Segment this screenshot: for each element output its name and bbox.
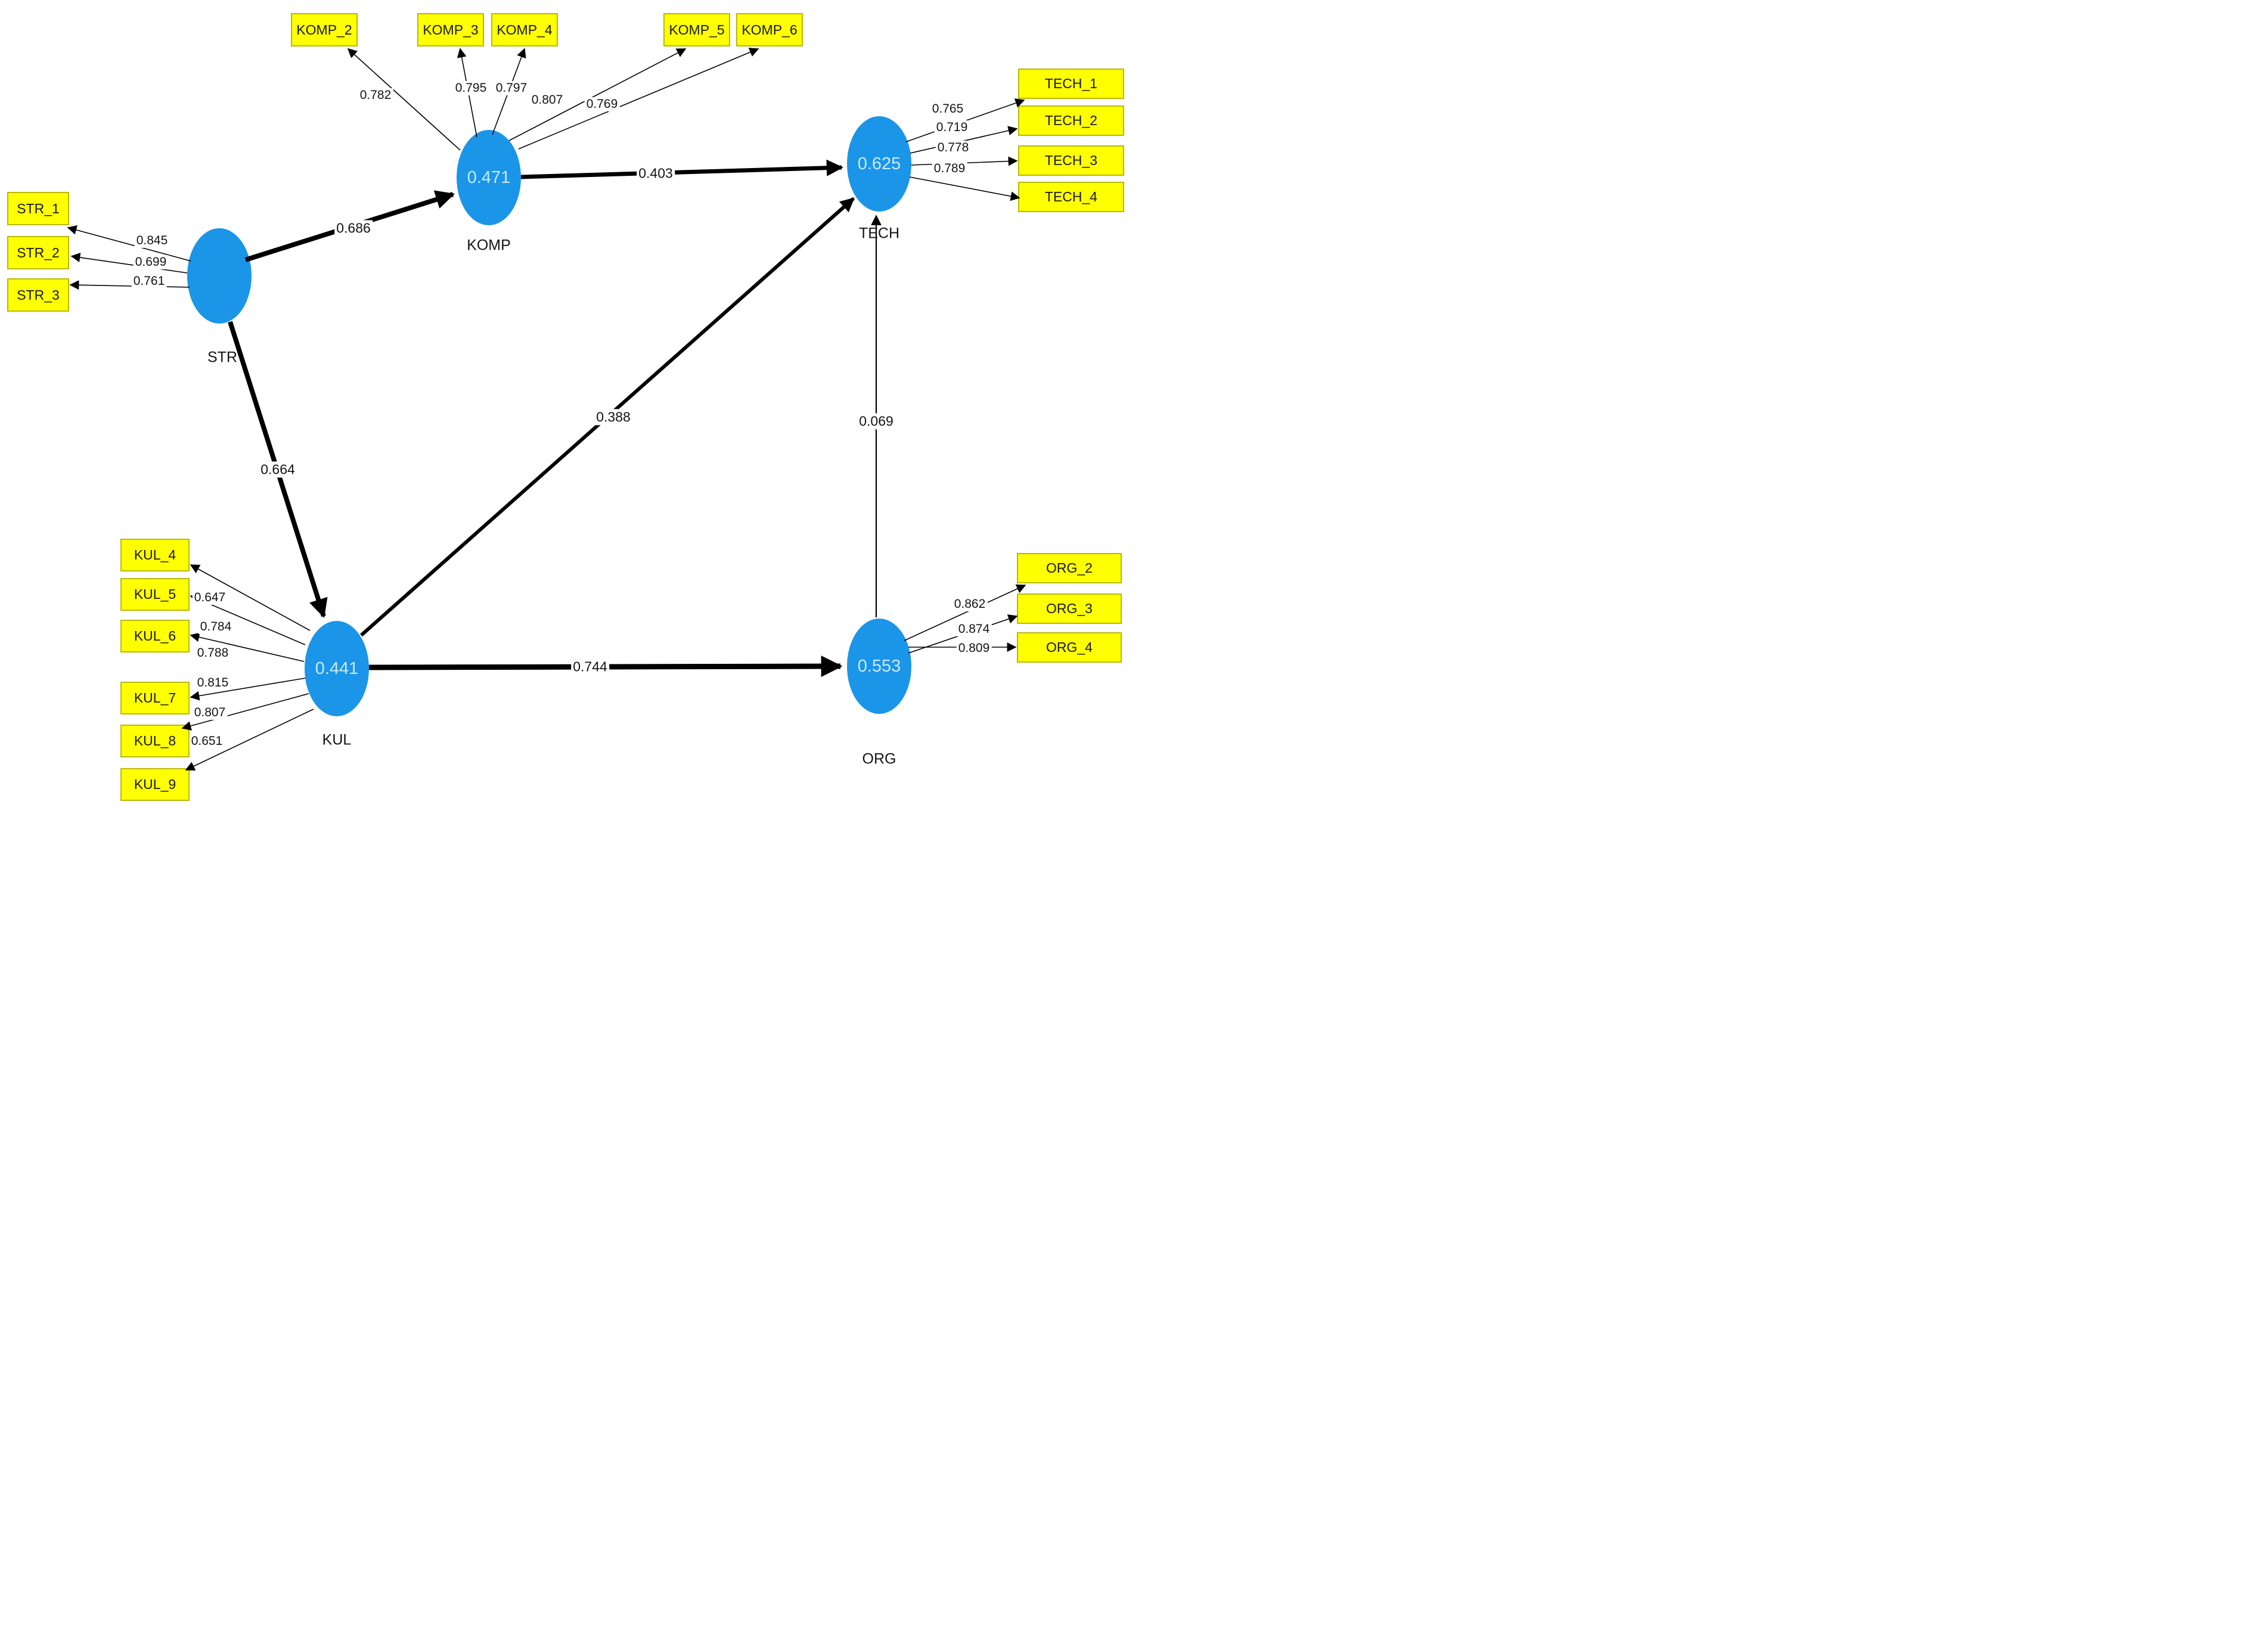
loading-KOMP_2: 0.782 — [358, 88, 393, 102]
construct-label-KUL: KUL — [322, 731, 352, 748]
indicator-KUL_5[interactable]: KUL_5 — [120, 578, 190, 611]
r2-value: 0.441 — [315, 658, 359, 678]
construct-label-STR: STR — [207, 349, 237, 366]
indicator-label: ORG_4 — [1046, 639, 1093, 655]
indicator-label: TECH_2 — [1044, 113, 1098, 128]
loading-line-STR_3 — [69, 280, 190, 290]
indicator-ORG_3[interactable]: ORG_3 — [1017, 594, 1122, 624]
indicator-TECH_1[interactable]: TECH_1 — [1018, 69, 1124, 99]
indicator-KOMP_3[interactable]: KOMP_3 — [417, 13, 484, 46]
path-value-ORG-TECH: 0.069 — [857, 413, 895, 430]
path-value-STR-KUL: 0.664 — [259, 461, 297, 478]
indicator-STR_3[interactable]: STR_3 — [7, 278, 69, 312]
indicator-KUL_4[interactable]: KUL_4 — [120, 539, 190, 571]
construct-label-KOMP: KOMP — [467, 237, 511, 254]
indicator-TECH_3[interactable]: TECH_3 — [1018, 145, 1124, 176]
loading-KOMP_4: 0.797 — [494, 81, 529, 95]
indicator-label: KUL_8 — [134, 733, 176, 748]
indicator-KUL_8[interactable]: KUL_8 — [120, 725, 190, 757]
indicator-label: ORG_3 — [1046, 601, 1093, 616]
loading-ORG_2: 0.862 — [952, 597, 988, 611]
indicator-STR_1[interactable]: STR_1 — [7, 192, 69, 225]
loading-TECH_2: 0.719 — [934, 120, 970, 135]
indicator-label: ORG_2 — [1046, 560, 1093, 576]
construct-label-TECH: TECH — [858, 225, 900, 242]
loading-line-KUL_6 — [190, 632, 305, 662]
loading-TECH_3: 0.778 — [935, 141, 971, 155]
loading-TECH_4: 0.789 — [932, 161, 967, 176]
loading-KUL_7: 0.815 — [195, 676, 231, 690]
loading-KUL_6: 0.788 — [195, 646, 231, 660]
loading-STR_3: 0.761 — [131, 274, 167, 288]
loading-STR_2: 0.699 — [133, 255, 169, 269]
indicator-TECH_2[interactable]: TECH_2 — [1018, 105, 1124, 136]
r2-value: 0.553 — [857, 656, 901, 676]
indicator-TECH_4[interactable]: TECH_4 — [1018, 182, 1124, 212]
indicator-label: KOMP_2 — [296, 21, 352, 38]
loading-line-KUL_4 — [190, 564, 311, 631]
path-KOMP-TECH[interactable] — [520, 159, 843, 179]
indicator-KUL_7[interactable]: KUL_7 — [120, 682, 190, 714]
indicator-KOMP_5[interactable]: KOMP_5 — [663, 13, 730, 46]
indicator-label: TECH_1 — [1044, 76, 1098, 91]
indicator-label: STR_2 — [17, 244, 60, 260]
loading-line-KOMP_5 — [508, 48, 687, 141]
construct-KOMP[interactable]: 0.471 — [457, 130, 521, 225]
loading-line-KOMP_6 — [518, 48, 759, 150]
indicator-label: KUL_9 — [134, 776, 176, 792]
diagram-canvas: KOMP_2 KOMP_3 KOMP_4 KOMP_5 KOMP_6 STR_1… — [0, 0, 1134, 814]
indicator-label: KUL_6 — [134, 628, 176, 644]
loading-line-STR_2 — [70, 253, 188, 274]
loading-KOMP_3: 0.795 — [453, 81, 489, 95]
indicator-label: KUL_4 — [134, 547, 176, 563]
indicator-label: STR_1 — [17, 200, 60, 216]
loading-ORG_4: 0.809 — [956, 641, 992, 655]
construct-ORG[interactable]: 0.553 — [847, 619, 911, 714]
loading-KUL_9: 0.651 — [189, 734, 225, 748]
loading-line-KOMP_2 — [347, 48, 461, 151]
indicator-KOMP_4[interactable]: KOMP_4 — [491, 13, 558, 46]
loading-KOMP_5: 0.807 — [529, 93, 565, 107]
indicator-label: KOMP_3 — [423, 21, 479, 38]
indicator-label: TECH_4 — [1044, 189, 1098, 204]
loading-KUL_8: 0.807 — [192, 706, 228, 720]
construct-KUL[interactable]: 0.441 — [305, 621, 369, 716]
loading-line-ORG_2 — [904, 584, 1026, 641]
loading-STR_1: 0.845 — [134, 234, 170, 248]
indicator-KUL_6[interactable]: KUL_6 — [120, 620, 190, 653]
loading-line-KUL_9 — [185, 709, 314, 771]
loading-KUL_5: 0.784 — [198, 620, 234, 634]
construct-TECH[interactable]: 0.625 — [847, 116, 911, 212]
indicator-label: KUL_7 — [134, 690, 176, 706]
indicator-KUL_9[interactable]: KUL_9 — [120, 768, 190, 801]
loading-line-TECH_4 — [909, 176, 1020, 201]
loading-line-KUL_7 — [190, 678, 306, 701]
loading-KUL_4: 0.647 — [192, 591, 228, 605]
indicator-ORG_2[interactable]: ORG_2 — [1017, 553, 1122, 583]
construct-STR[interactable] — [187, 228, 252, 324]
r2-value: 0.471 — [467, 167, 511, 187]
path-value-STR-KOMP: 0.686 — [334, 220, 373, 237]
indicator-label: TECH_3 — [1044, 153, 1098, 168]
path-value-KOMP-TECH: 0.403 — [637, 165, 675, 182]
loading-ORG_3: 0.874 — [956, 622, 992, 636]
loading-KOMP_6: 0.769 — [584, 97, 620, 111]
indicator-label: KOMP_6 — [741, 21, 798, 38]
indicator-STR_2[interactable]: STR_2 — [7, 236, 69, 269]
indicator-label: KOMP_4 — [497, 21, 553, 38]
r2-value: 0.625 — [857, 154, 901, 173]
indicator-label: KUL_5 — [134, 586, 176, 602]
loading-TECH_1: 0.765 — [930, 102, 966, 116]
indicator-label: STR_3 — [17, 287, 60, 303]
indicator-KOMP_2[interactable]: KOMP_2 — [291, 13, 358, 46]
path-value-KUL-ORG: 0.744 — [571, 658, 609, 675]
construct-label-ORG: ORG — [862, 750, 896, 768]
path-value-KUL-TECH: 0.388 — [594, 409, 632, 425]
indicator-label: KOMP_5 — [669, 21, 725, 38]
indicator-ORG_4[interactable]: ORG_4 — [1017, 632, 1122, 663]
loading-line-KUL_8 — [181, 693, 309, 731]
indicator-KOMP_6[interactable]: KOMP_6 — [736, 13, 803, 46]
loading-line-STR_1 — [67, 225, 191, 262]
